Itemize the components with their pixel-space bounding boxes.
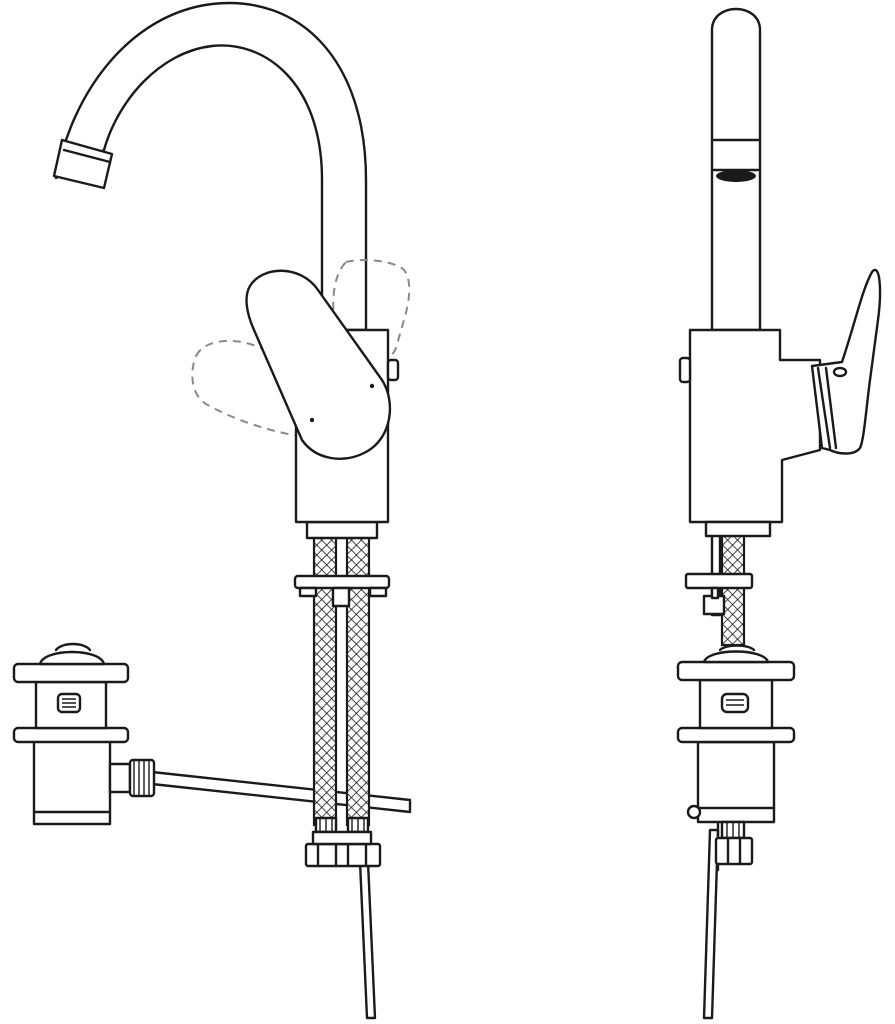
hose-connectors — [304, 816, 382, 868]
side-view — [676, 7, 882, 1020]
mounting-bracket-side — [684, 572, 754, 616]
spout-side — [710, 7, 762, 332]
spout — [52, 1, 368, 332]
lever-alternate-positions — [191, 259, 411, 438]
front-view — [12, 1, 412, 1020]
lever — [245, 269, 392, 460]
lift-rod-front — [358, 860, 377, 1020]
pull-rod — [150, 770, 412, 814]
pop-up-waste-front — [12, 642, 156, 826]
shank — [305, 520, 379, 540]
pop-up-waste-side — [676, 644, 796, 866]
faucet-body-side — [678, 328, 822, 538]
mounting-bracket — [293, 574, 391, 608]
lever-side — [810, 268, 882, 455]
